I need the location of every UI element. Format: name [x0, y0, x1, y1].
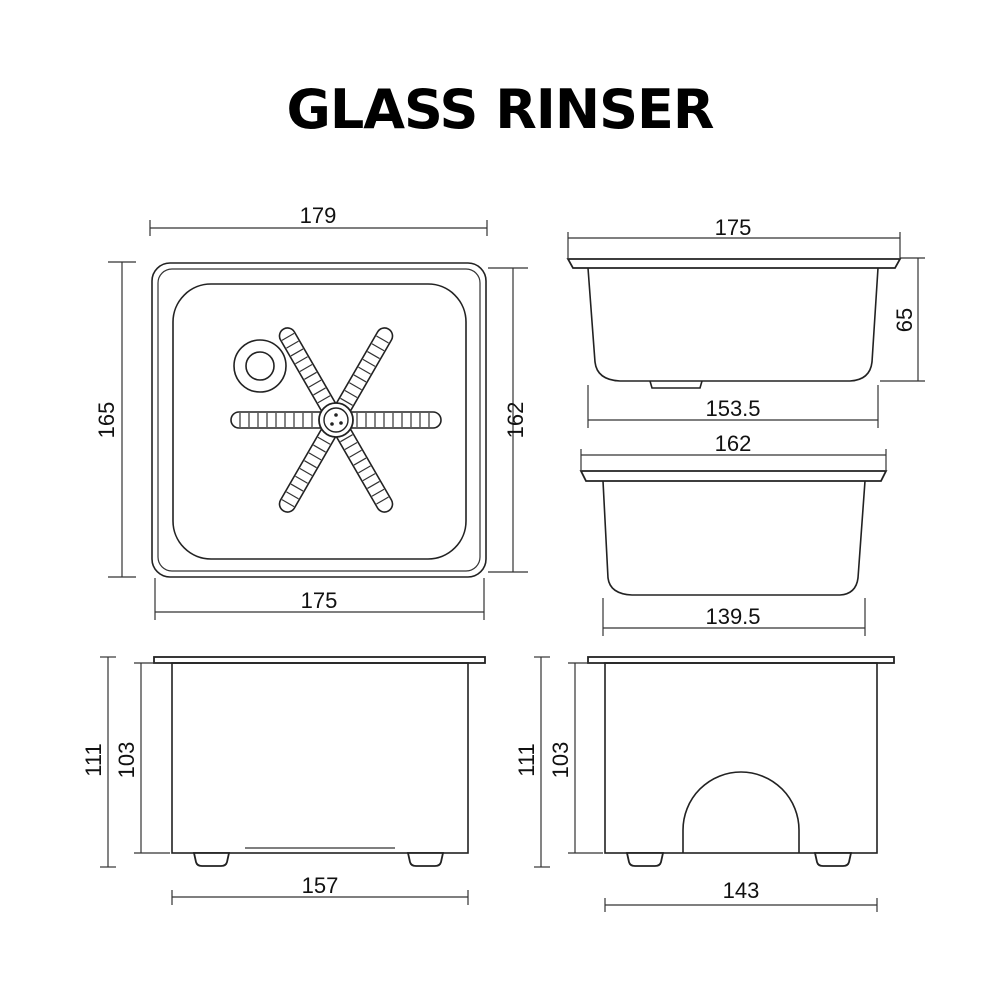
rinser-rib — [358, 465, 371, 474]
rinser-rib — [344, 441, 358, 450]
rinser-rib — [340, 434, 353, 443]
rinser-rib — [349, 449, 362, 458]
rinser-rib — [286, 491, 299, 500]
rinser-rib — [362, 473, 376, 482]
dim-label-height-outer: 165 — [94, 402, 119, 439]
rinser-rib — [376, 496, 389, 505]
side-b-basin — [602, 480, 866, 596]
front-a-foot-right — [406, 852, 445, 867]
rinser-rib — [313, 444, 326, 453]
dim-label-side-a-height: 65 — [892, 308, 917, 332]
dim-label-front-a-total: 111 — [81, 743, 106, 776]
front-b-body — [604, 662, 878, 854]
front-b-foot-left — [625, 852, 665, 867]
drain-inner-circle — [245, 351, 275, 381]
rinser-rib — [317, 436, 331, 445]
rinser-hub-inner — [323, 407, 349, 433]
rinser-rib — [308, 452, 322, 461]
rinser-rib — [367, 351, 380, 360]
top-view: 179 165 162 175 — [94, 203, 528, 620]
dim-label-front-a-body: 103 — [114, 742, 139, 779]
dim-label-front-a-width: 157 — [302, 873, 339, 898]
rinser-rib — [290, 483, 304, 492]
page-title: GLASS RINSER — [286, 78, 715, 141]
rinser-rib — [286, 340, 299, 349]
drain-outer-circle — [233, 339, 287, 393]
front-a-body — [171, 662, 469, 854]
rinser-rib — [344, 390, 358, 399]
front-b-lip — [587, 656, 895, 664]
dim-label-width-outer: 179 — [300, 203, 337, 228]
rinser-rib — [295, 356, 308, 365]
rinser-rib — [353, 374, 367, 383]
rinser-rib — [362, 358, 376, 367]
rinser-rib — [299, 364, 313, 373]
side-b-lip — [579, 470, 888, 482]
front-view-a: 111 103 157 — [81, 656, 486, 905]
top-view-basin — [172, 283, 467, 560]
front-b-arch-cutout — [682, 771, 800, 853]
front-view-b: 111 103 143 — [514, 656, 895, 912]
rinser-rib — [349, 382, 362, 391]
side-a-drain — [649, 380, 703, 389]
rinser-rib — [281, 499, 295, 508]
hub-nozzle-dot — [334, 413, 338, 417]
rinser-rib — [281, 332, 295, 341]
rinser-rib — [358, 366, 371, 375]
dim-label-side-b-bottom: 139.5 — [705, 604, 760, 629]
dim-label-side-a-top: 175 — [715, 215, 752, 240]
dim-label-width-inner: 175 — [301, 588, 338, 613]
rinser-rib — [308, 379, 322, 388]
rinser-rib — [304, 371, 317, 380]
rinser-rib — [304, 460, 317, 469]
dim-label-front-b-width: 143 — [723, 878, 760, 903]
front-b-foot-right — [813, 852, 853, 867]
dim-label-side-b-top: 162 — [715, 431, 752, 456]
side-a-lip — [566, 258, 902, 269]
rinser-rib — [376, 335, 389, 344]
dim-label-height-inner: 162 — [503, 402, 528, 439]
dim-label-front-b-total: 111 — [514, 743, 539, 776]
rinser-rib — [371, 343, 385, 352]
rinser-ribs — [239, 332, 430, 508]
dim-label-front-b-body: 103 — [548, 742, 573, 779]
side-view-a: 175 65 153.5 — [566, 215, 925, 428]
side-view-b: 162 139.5 — [579, 431, 888, 636]
rinser-rib — [299, 467, 313, 476]
rinser-rib — [317, 395, 331, 404]
rinser-rib — [340, 397, 353, 406]
top-view-inner-rim — [157, 268, 481, 572]
rinser-rib — [295, 475, 308, 484]
front-a-lip — [153, 656, 486, 664]
rinser-rib — [353, 457, 367, 466]
side-a-basin — [587, 267, 879, 382]
rinser-rib — [290, 348, 304, 357]
hub-nozzle-dot — [339, 421, 343, 425]
rinser-star — [230, 327, 442, 513]
hub-nozzle-dot — [330, 422, 334, 426]
front-a-foot-left — [192, 852, 231, 867]
dim-label-side-a-bottom: 153.5 — [705, 396, 760, 421]
rinser-rib — [313, 387, 326, 396]
top-view-outer-rim — [151, 262, 487, 578]
rinser-rib — [367, 480, 380, 489]
rinser-rib — [371, 488, 385, 497]
